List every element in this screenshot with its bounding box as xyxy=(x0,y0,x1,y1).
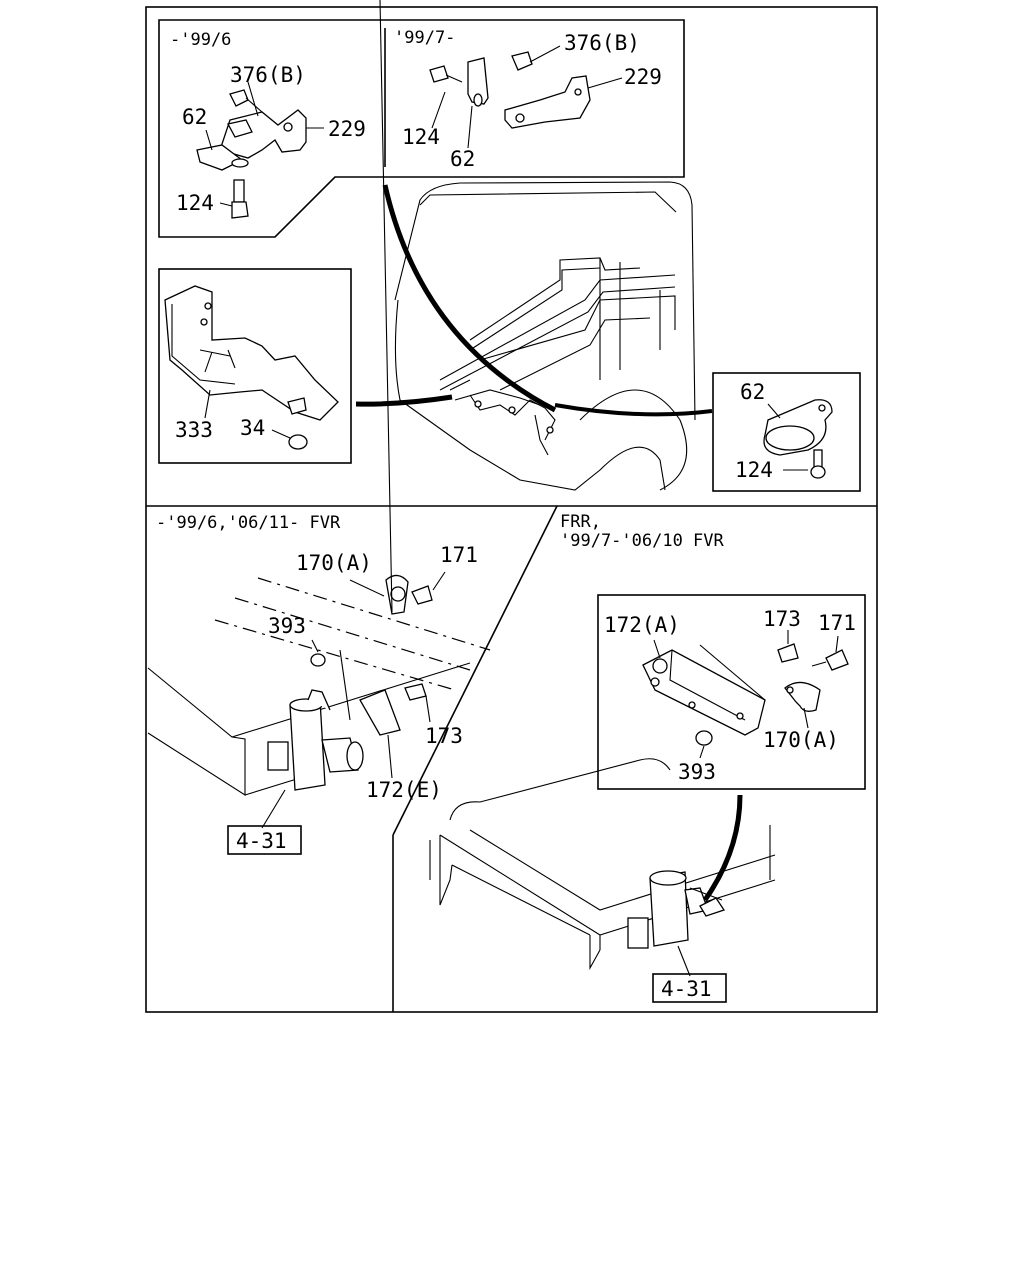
leader-arc-to-top-inset xyxy=(382,184,557,413)
ref-box-left-text: 4-31 xyxy=(236,829,287,853)
label-170a-left: 170(A) xyxy=(296,551,372,575)
clamp-inset-frame xyxy=(712,372,861,492)
label-376b-right: 376(B) xyxy=(564,31,640,55)
leader-arc-to-bottom-right xyxy=(702,794,743,902)
label-124-left: 124 xyxy=(176,191,214,215)
bottom-left-header: -'99/6,'06/11- FVR xyxy=(156,513,341,533)
label-333: 333 xyxy=(175,418,213,442)
label-62-clamp: 62 xyxy=(740,380,765,404)
label-172e-left: 172(E) xyxy=(366,778,442,802)
top-inset-frame xyxy=(158,19,685,238)
vehicle-cab-illustration xyxy=(394,181,696,491)
diagonal-divider xyxy=(392,505,558,836)
label-124-right: 124 xyxy=(402,125,440,149)
label-171-left: 171 xyxy=(440,543,478,567)
label-172a-right: 172(A) xyxy=(604,613,680,637)
bracket-172a-drawing xyxy=(642,630,849,759)
leader-arc-to-bracket xyxy=(355,394,453,407)
leader-arc-to-clamp xyxy=(554,403,713,417)
label-170a-right: 170(A) xyxy=(763,728,839,752)
label-62-right: 62 xyxy=(450,147,475,171)
bracket-333-drawing xyxy=(164,285,339,450)
bottom-right-header-line1: FRR, xyxy=(560,512,601,532)
label-124-clamp: 124 xyxy=(735,458,773,482)
ref-box-right-text: 4-31 xyxy=(661,977,712,1001)
bracket-229-old-drawing xyxy=(196,81,324,219)
label-34: 34 xyxy=(240,416,265,440)
frame-rail-right-drawing xyxy=(429,758,776,977)
diagram-frame xyxy=(145,6,878,1013)
bracket-inset-frame xyxy=(158,268,352,464)
label-229-left: 229 xyxy=(328,117,366,141)
ref-box-left xyxy=(227,825,302,855)
frame-rail-left-drawing xyxy=(147,0,491,829)
bottom-right-inset-frame xyxy=(597,594,866,790)
clamp-62-drawing xyxy=(763,399,833,479)
label-171-right: 171 xyxy=(818,611,856,635)
label-393-right: 393 xyxy=(678,760,716,784)
label-229-right: 229 xyxy=(624,65,662,89)
label-376b-left: 376(B) xyxy=(230,63,306,87)
label-62-left: 62 xyxy=(182,105,207,129)
bottom-right-header-line2: '99/7-'06/10 FVR xyxy=(560,531,725,551)
top-right-header: '99/7- xyxy=(394,28,455,48)
ref-box-right xyxy=(652,973,727,1003)
top-left-header: -'99/6 xyxy=(170,30,231,50)
label-173-right: 173 xyxy=(763,607,801,631)
bracket-229-new-drawing xyxy=(429,45,623,149)
label-173-left: 173 xyxy=(425,724,463,748)
